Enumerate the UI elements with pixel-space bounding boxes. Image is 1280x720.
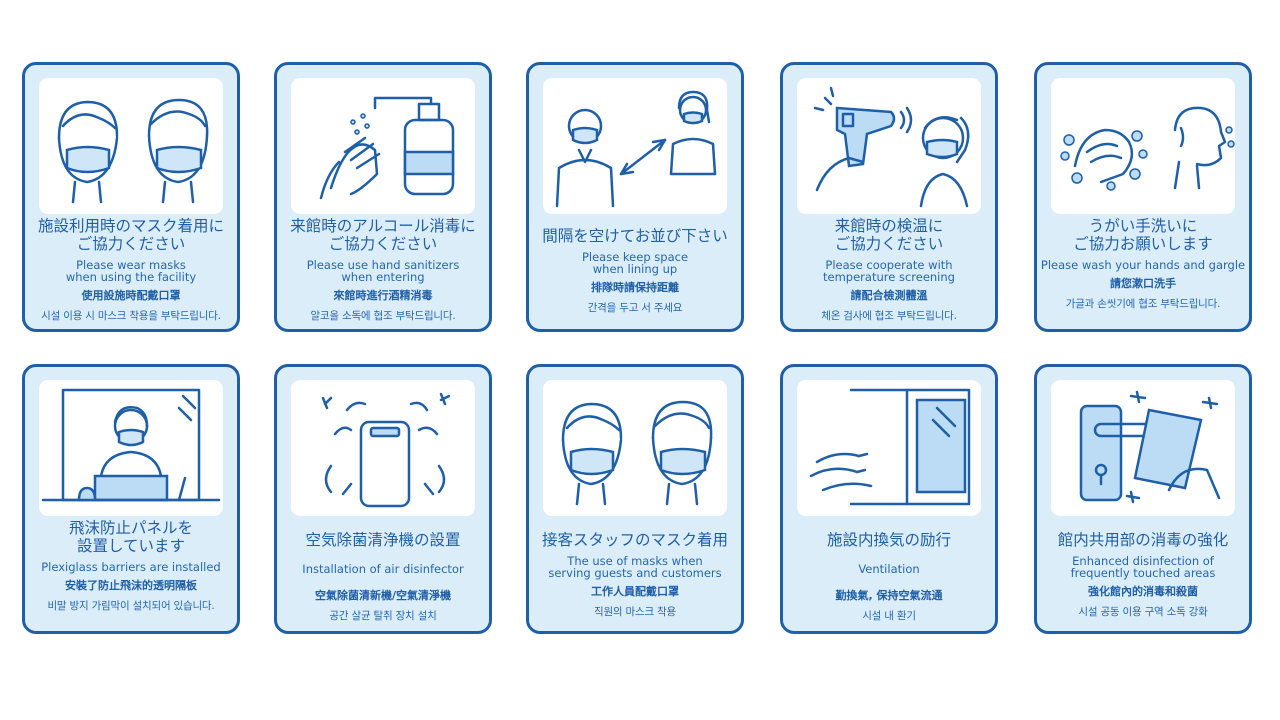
illustration-panel bbox=[291, 78, 475, 214]
english-text: Please wash your hands and gargle bbox=[1040, 258, 1246, 272]
japanese-text: うがい手洗いに ご協力お願いします bbox=[1073, 217, 1213, 253]
hand-sanitizer-icon bbox=[319, 96, 455, 200]
sign-card-disinfection: 館内共用部の消毒の強化 Enhanced disinfection of fre… bbox=[1034, 364, 1252, 634]
social-distance-icon bbox=[555, 90, 717, 208]
korean-text: 공간 살균 탈취 장치 설치 bbox=[329, 610, 437, 622]
ventilation-window-icon bbox=[809, 388, 971, 506]
disinfect-handle-icon bbox=[1079, 390, 1221, 504]
japanese-text: 施設利用時のマスク着用に ご協力ください bbox=[37, 217, 224, 253]
korean-text: 체온 검사에 협조 부탁드립니다. bbox=[821, 310, 957, 322]
sign-card-air-disinfector: 空気除菌清浄機の設置 Installation of air disinfect… bbox=[274, 364, 492, 634]
korean-text: 직원의 마스크 착용 bbox=[594, 606, 676, 618]
illustration-panel bbox=[543, 380, 727, 516]
chinese-text: 使用設施時配戴口罩 bbox=[81, 289, 181, 302]
air-purifier-icon bbox=[321, 392, 451, 508]
korean-text: 시설 내 환기 bbox=[862, 610, 916, 622]
sign-card-hand-sanitizer: 来館時のアルコール消毒に ご協力ください Please use hand san… bbox=[274, 62, 492, 332]
japanese-text: 空気除菌清浄機の設置 bbox=[305, 531, 461, 549]
japanese-text: 来館時の検温に ご協力ください bbox=[834, 217, 944, 253]
illustration-panel bbox=[39, 78, 223, 214]
masked-people-icon bbox=[57, 98, 209, 204]
sign-card-staff-masks: 接客スタッフのマスク着用 The use of masks when servi… bbox=[526, 364, 744, 634]
chinese-text: 排隊時請保持距離 bbox=[591, 281, 679, 294]
korean-text: 시설 이용 시 마스크 착용을 부탁드립니다. bbox=[41, 310, 221, 322]
temperature-check-icon bbox=[813, 86, 970, 208]
illustration-panel bbox=[1051, 380, 1235, 516]
sign-card-keep-space: 間隔を空けてお並び下さい Please keep space when lini… bbox=[526, 62, 744, 332]
illustration-panel bbox=[797, 380, 981, 516]
sign-card-ventilation: 施設内換気の励行 Ventilation 勤換氣, 保持空氣流通 시설 내 환기 bbox=[780, 364, 998, 634]
staff-mask-icon bbox=[561, 400, 713, 506]
japanese-text: 施設内換気の励行 bbox=[826, 531, 951, 549]
illustration-panel bbox=[39, 380, 223, 516]
chinese-text: 請您漱口洗手 bbox=[1110, 277, 1176, 290]
sign-card-plexiglass: 飛沫防止パネルを 設置しています Plexiglass barriers are… bbox=[22, 364, 240, 634]
korean-text: 알코올 소독에 협조 부탁드립니다. bbox=[310, 310, 456, 322]
japanese-text: 飛沫防止パネルを 設置しています bbox=[68, 519, 193, 555]
korean-text: 비말 방지 가림막이 설치되어 있습니다. bbox=[47, 600, 215, 612]
english-text: Please wear masks when using the facilit… bbox=[65, 258, 197, 284]
chinese-text: 強化館內的消毒和殺菌 bbox=[1088, 585, 1198, 598]
english-text: Installation of air disinfector bbox=[302, 562, 464, 576]
korean-text: 가글과 손씻기에 협조 부탁드립니다. bbox=[1065, 298, 1221, 310]
chinese-text: 工作人員配戴口罩 bbox=[591, 585, 679, 598]
english-text: Please keep space when lining up bbox=[581, 250, 689, 276]
illustration-panel bbox=[797, 78, 981, 214]
english-text: Ventilation bbox=[858, 562, 920, 576]
plexiglass-barrier-icon bbox=[41, 388, 221, 502]
sign-card-temperature: 来館時の検温に ご協力ください Please cooperate with te… bbox=[780, 62, 998, 332]
korean-text: 시설 공동 이용 구역 소독 강화 bbox=[1078, 606, 1208, 618]
illustration-panel bbox=[291, 380, 475, 516]
chinese-text: 空氣除菌清新機/空氣清淨機 bbox=[314, 589, 452, 602]
chinese-text: 來館時進行酒精消毒 bbox=[333, 289, 433, 302]
japanese-text: 間隔を空けてお並び下さい bbox=[542, 227, 728, 245]
chinese-text: 安裝了防止飛沫的透明隔板 bbox=[65, 579, 197, 592]
chinese-text: 勤換氣, 保持空氣流通 bbox=[835, 589, 943, 602]
illustration-panel bbox=[543, 78, 727, 214]
sign-card-wear-masks: 施設利用時のマスク着用に ご協力ください Please wear masks w… bbox=[22, 62, 240, 332]
sign-card-wash-gargle: うがい手洗いに ご協力お願いします Please wash your hands… bbox=[1034, 62, 1252, 332]
japanese-text: 接客スタッフのマスク着用 bbox=[541, 531, 728, 549]
english-text: Enhanced disinfection of frequently touc… bbox=[1070, 554, 1216, 580]
english-text: Plexiglass barriers are installed bbox=[41, 560, 221, 574]
english-text: Please use hand sanitizers when entering bbox=[306, 258, 460, 284]
chinese-text: 請配合檢測體溫 bbox=[850, 289, 928, 302]
japanese-text: 来館時のアルコール消毒に ご協力ください bbox=[290, 217, 476, 253]
illustration-panel bbox=[1051, 78, 1235, 214]
english-text: The use of masks when serving guests and… bbox=[548, 554, 722, 580]
japanese-text: 館内共用部の消毒の強化 bbox=[1057, 531, 1229, 549]
korean-text: 간격을 두고 서 주세요 bbox=[587, 302, 683, 314]
english-text: Please cooperate with temperature screen… bbox=[823, 258, 955, 284]
handwash-gargle-icon bbox=[1060, 106, 1235, 191]
